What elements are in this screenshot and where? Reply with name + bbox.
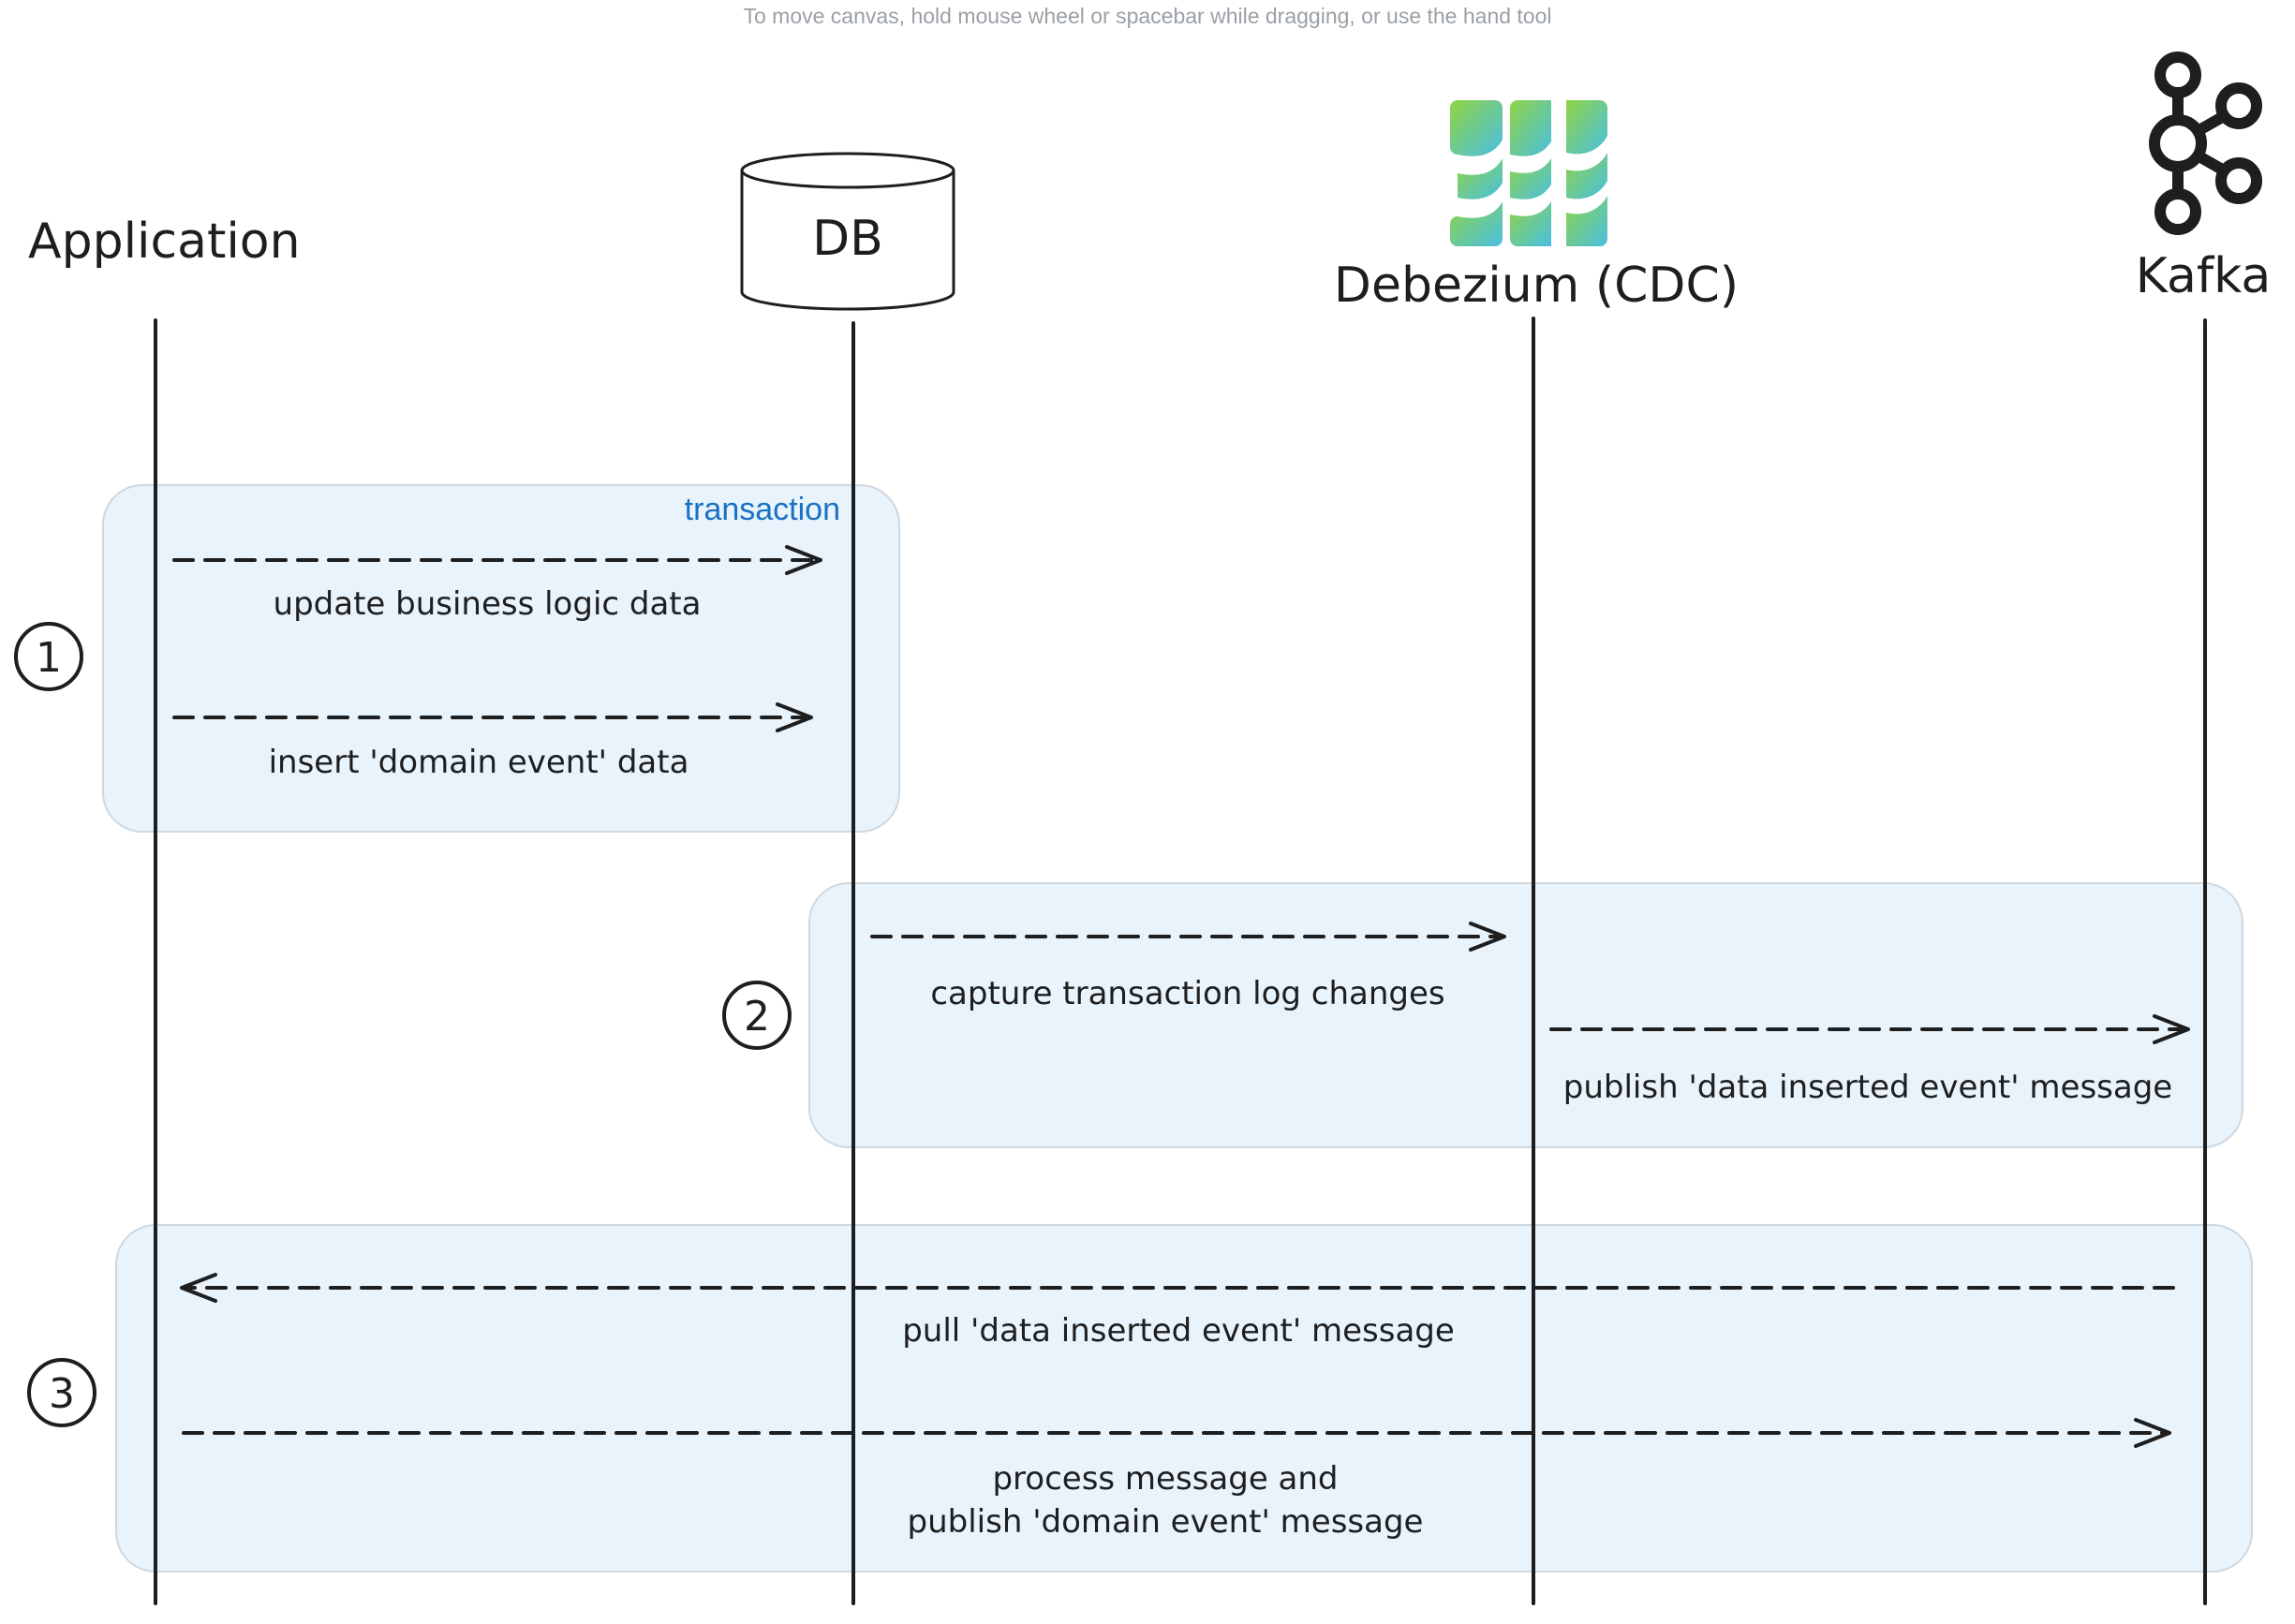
- kafka-logo: [2149, 52, 2262, 235]
- actor-debezium-label: Debezium (CDC): [1334, 258, 1739, 314]
- group-consume[interactable]: [115, 1224, 2253, 1572]
- cylinder-icon[interactable]: [740, 152, 955, 311]
- msg-publish-data-inserted: publish 'data inserted event' message: [1563, 1069, 2172, 1106]
- step-number: 1: [36, 634, 62, 682]
- arrowhead-capture-log: [1469, 922, 1506, 952]
- step-marker-1: 1: [14, 622, 83, 691]
- arrowhead-process-message: [2134, 1418, 2171, 1448]
- debezium-logo: [1450, 100, 1607, 246]
- actor-kafka-label: Kafka: [2136, 248, 2271, 304]
- msg-process-line2: publish 'domain event' message: [908, 1503, 1424, 1541]
- actor-db-label: DB: [812, 211, 883, 267]
- msg-pull-data-inserted: pull 'data inserted event' message: [902, 1312, 1455, 1350]
- msg-insert-domain-event: insert 'domain event' data: [269, 744, 689, 781]
- arrowhead-update-business: [785, 545, 822, 575]
- msg-capture-log: capture transaction log changes: [930, 975, 1444, 1012]
- actor-application-label: Application: [28, 214, 301, 270]
- arrowhead-insert-domain-event: [776, 702, 813, 732]
- transaction-label: transaction: [685, 492, 840, 527]
- group-cdc[interactable]: [808, 882, 2243, 1148]
- step-marker-2: 2: [722, 981, 792, 1050]
- msg-process-line1: process message and: [992, 1460, 1338, 1498]
- step-number: 2: [744, 993, 770, 1041]
- msg-update-business: update business logic data: [274, 585, 702, 623]
- group-transaction[interactable]: [102, 484, 900, 833]
- step-marker-3: 3: [27, 1358, 96, 1427]
- canvas-hint: To move canvas, hold mouse wheel or spac…: [743, 4, 1552, 28]
- step-number: 3: [49, 1370, 75, 1418]
- arrowhead-publish-data-inserted: [2153, 1014, 2190, 1044]
- arrowhead-pull-data-inserted: [180, 1273, 217, 1303]
